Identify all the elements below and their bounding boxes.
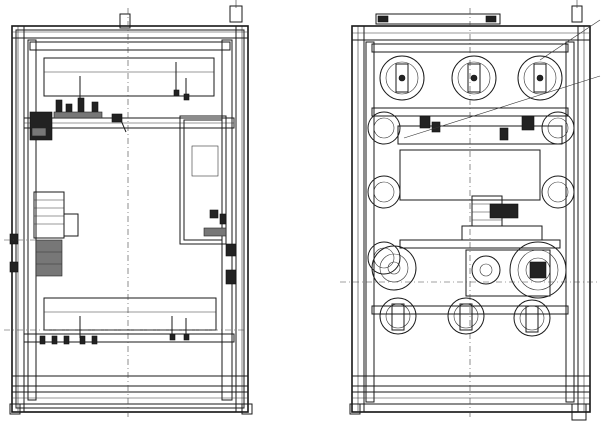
left-valve-cluster — [29, 97, 127, 141]
left-outer-frame — [11, 25, 249, 413]
right-inner-column-right — [565, 41, 575, 403]
left-lower-rail-fittings — [39, 335, 98, 345]
left-bottom-beam-1 — [11, 375, 249, 387]
right-mid-box — [397, 125, 563, 145]
left-top-beam-2 — [29, 41, 231, 51]
left-panel-window — [191, 145, 219, 177]
right-lower-mid-rail — [399, 239, 561, 249]
right-foot-right — [571, 403, 587, 421]
left-panel-fittings — [203, 209, 227, 237]
left-lower-box — [43, 297, 217, 331]
left-right-panel-inner — [183, 119, 223, 241]
right-diagonal-leader-2 — [539, 19, 601, 61]
right-top-cap — [571, 5, 583, 23]
left-top-box — [43, 57, 215, 97]
right-foot-left — [349, 403, 361, 415]
right-top-cylinder-end-right — [485, 15, 497, 23]
right-bottom-beam-1 — [351, 375, 591, 387]
right-mid-fittings — [419, 115, 535, 141]
right-large-pulleys — [371, 241, 567, 299]
right-view — [340, 0, 601, 421]
right-side-reels-left — [367, 111, 401, 275]
right-diagonal-leader — [403, 75, 601, 139]
left-foot-left — [9, 403, 21, 415]
left-lower-rail — [23, 333, 235, 343]
left-top-cap-center — [119, 13, 131, 29]
left-right-panel — [179, 115, 227, 245]
left-side-fittings — [9, 233, 237, 285]
right-top-cylinder — [375, 13, 501, 25]
right-bottom-reels — [379, 297, 551, 337]
right-lower-rail — [371, 305, 569, 315]
right-inner-column-left — [365, 41, 375, 403]
left-inner-frame — [15, 29, 245, 409]
left-view — [4, 0, 253, 420]
left-top-cap-right — [229, 5, 243, 23]
right-motor — [461, 195, 543, 241]
left-top-pendants — [79, 62, 190, 101]
left-inner-column-left — [27, 39, 37, 401]
left-foot-right — [241, 403, 253, 415]
right-drive-box — [465, 249, 551, 297]
right-outer-frame — [351, 25, 591, 413]
left-motor — [33, 191, 79, 277]
right-top-reels — [379, 55, 563, 101]
right-top-cylinder-end-left — [377, 15, 389, 23]
